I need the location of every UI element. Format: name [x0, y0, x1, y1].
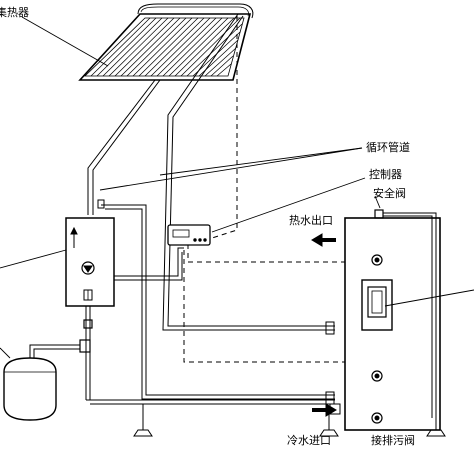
label-drain-valve: 接排污阀	[371, 433, 415, 447]
circulation-pipes	[87, 13, 335, 400]
collector-tubes	[90, 17, 243, 77]
storage-tank	[325, 209, 441, 431]
control-wires	[183, 16, 345, 363]
label-safety-valve: 安全阀	[373, 186, 406, 200]
auxiliary-heater	[65, 199, 184, 307]
leader-lines	[0, 16, 474, 359]
label-cold-water-inlet: 冷水进口	[287, 434, 331, 447]
cold-water-inlet-arrow	[312, 403, 337, 417]
controller	[167, 224, 211, 246]
hot-water-outlet-arrow	[311, 233, 336, 247]
label-collector: 集热器	[0, 5, 29, 19]
expansion-tank	[3, 357, 57, 421]
supply-pipes	[29, 306, 335, 405]
floor-drains	[133, 404, 446, 437]
label-hot-water-outlet: 热水出口	[289, 213, 333, 227]
label-controller: 控制器	[369, 167, 402, 181]
solar-collector	[78, 3, 254, 81]
label-circulation-pipe: 循环管道	[366, 140, 410, 154]
